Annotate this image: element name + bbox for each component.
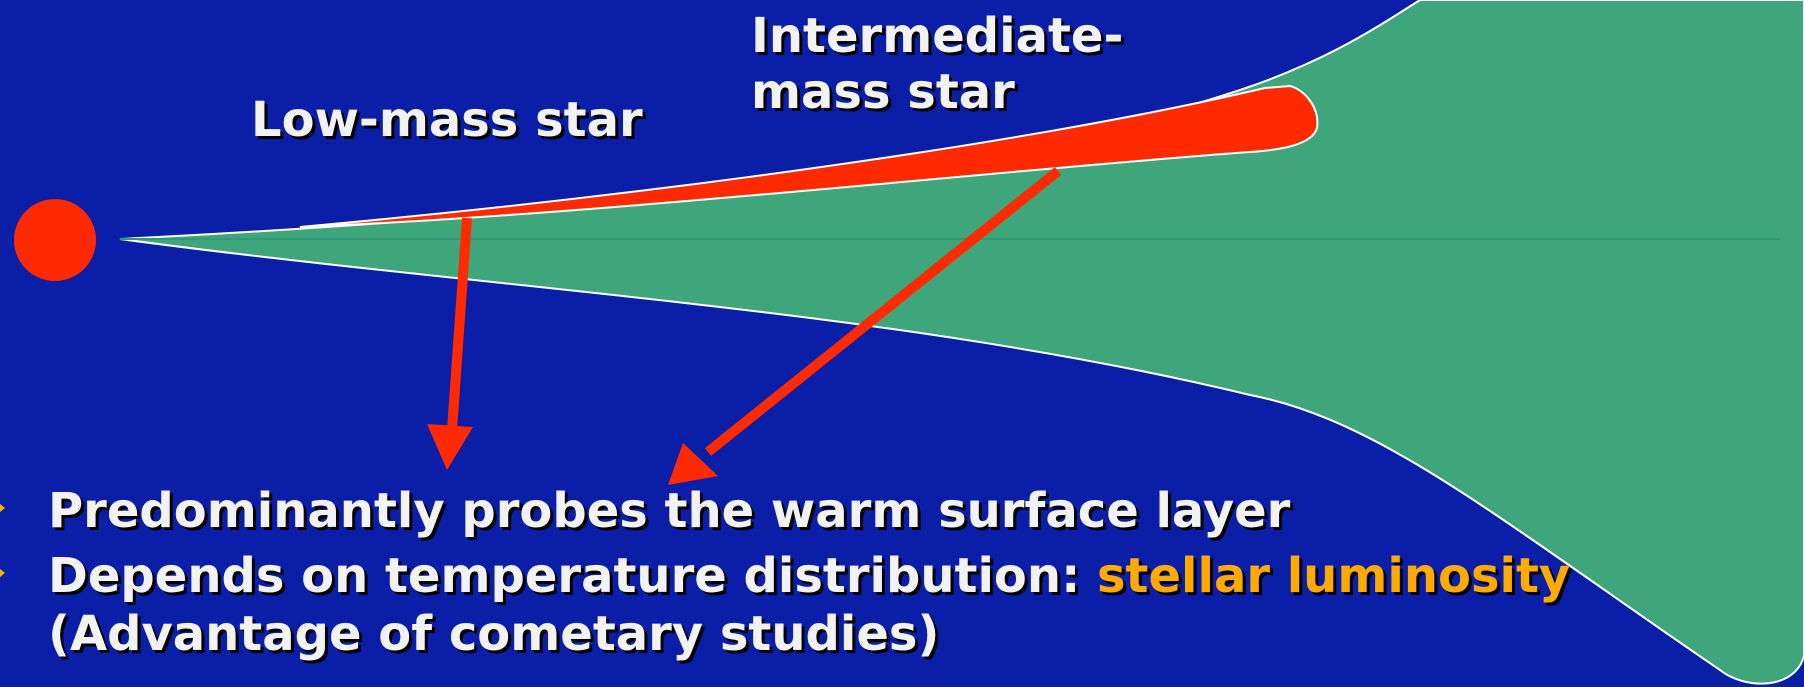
intermediate-mass-star-label: Intermediate- mass star [751, 8, 1123, 120]
low-mass-arrow-head [427, 424, 473, 470]
bullet-marker-icon [0, 499, 5, 517]
bullet-list: Predominantly probes the warm surface la… [0, 482, 1570, 670]
low-mass-star-label: Low-mass star [251, 92, 643, 148]
bullet-continuation: (Advantage of cometary studies) [48, 606, 939, 662]
intermediate-label-line2: mass star [751, 64, 1123, 120]
intermediate-label-line1: Intermediate- [751, 8, 1123, 64]
bullet-surface-layer: Predominantly probes the warm surface la… [0, 482, 1570, 541]
central-star [14, 199, 96, 281]
bullet-text: Depends on temperature distribution: [48, 548, 1097, 604]
bullet-marker-icon [0, 564, 5, 582]
bullet-highlight: stellar luminosity [1097, 548, 1570, 604]
bullet-temperature: Depends on temperature distribution: ste… [0, 547, 1570, 664]
bullet-text: Predominantly probes the warm surface la… [48, 483, 1290, 539]
